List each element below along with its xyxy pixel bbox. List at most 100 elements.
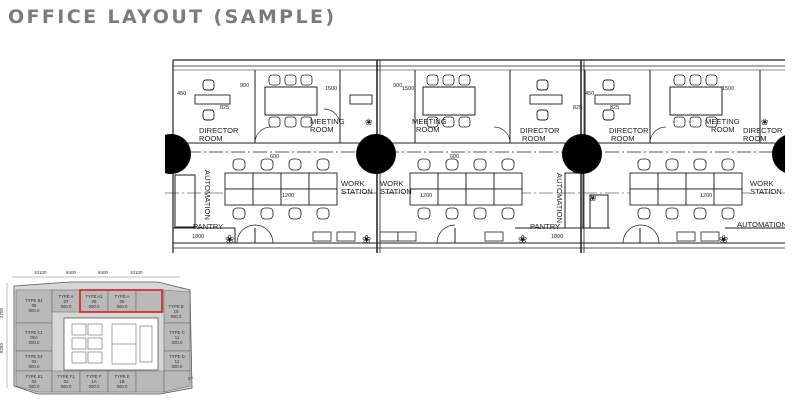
unit-area: 000.0 (89, 384, 100, 389)
room-label: DIRECTOR (520, 126, 560, 135)
floor-number: 07 (188, 376, 194, 381)
column (562, 134, 602, 174)
room-label: MEETING (705, 117, 740, 126)
unit-name: TYPE F (86, 374, 101, 379)
dimension-label: 1200 (700, 193, 712, 199)
unit-name: TYPE A (58, 294, 73, 299)
dimension-label: 825 (610, 105, 619, 111)
room-label: ROOM (522, 134, 546, 143)
office-floor-plan: ❀ ❀ ❀ ❀ ❀ ❀ ❀ DIRECTOR ROOM MEETING ROOM… (165, 59, 785, 253)
unit-name: TYPE A (114, 294, 129, 299)
unit-name: TYPE B1 (25, 298, 43, 303)
room-label: DIRECTOR (743, 126, 783, 135)
unit-name: TYPE A1 (85, 294, 103, 299)
unit-num: 01 (64, 379, 69, 384)
column (356, 134, 396, 174)
unit-area: 000.0 (29, 364, 40, 369)
unit-num: 05A (30, 335, 38, 340)
dimension-label: 600 (270, 154, 279, 160)
dimension-label: 900 (240, 83, 249, 89)
svg-text:❀: ❀ (589, 193, 597, 203)
unit-num: 11 (175, 335, 180, 340)
unit-area: 000.0 (29, 308, 40, 313)
unit-area: 000.0 (89, 304, 100, 309)
room-label: ROOM (416, 125, 440, 134)
svg-text:❀: ❀ (719, 234, 728, 246)
key-dimension: 10100 (34, 270, 47, 275)
svg-text:❀: ❀ (761, 117, 769, 127)
unit-name: TYPE B (168, 304, 183, 309)
svg-text:❀: ❀ (362, 234, 371, 246)
key-dimension: 8400 (66, 270, 77, 275)
unit-area: 000.0 (61, 384, 72, 389)
unit-num: 09 (120, 299, 125, 304)
unit-area: 000.0 (117, 384, 128, 389)
room-label: MEETING (412, 117, 447, 126)
room-label: ROOM (199, 134, 223, 143)
dimension-label: 1800 (192, 234, 204, 240)
room-label: STATION (341, 187, 373, 196)
room-label: PANTRY (530, 222, 560, 231)
key-dimension: 10100 (130, 270, 143, 275)
unit-area: 000.0 (61, 304, 72, 309)
svg-text:❀: ❀ (365, 117, 373, 127)
room-label: PANTRY (193, 222, 223, 231)
key-dimension: 8250 (0, 342, 4, 353)
unit-num: 1A (91, 379, 96, 384)
room-label: MEETING (310, 117, 345, 126)
unit-name: TYPE E (114, 374, 129, 379)
room-label: AUTOMATION (203, 170, 212, 220)
room-label: DIRECTOR (609, 126, 649, 135)
column (165, 134, 191, 174)
unit-area: 000.0 (29, 340, 40, 345)
dimension-label: 1800 (551, 234, 563, 240)
unit-num: 08 (92, 299, 97, 304)
dimension-label: 1500 (402, 86, 414, 92)
room-label: ROOM (743, 134, 767, 143)
unit-area: 000.0 (172, 364, 183, 369)
room-label: ROOM (611, 134, 635, 143)
unit-name: TYPE E1 (25, 374, 43, 379)
unit-num: 07 (64, 299, 69, 304)
unit-name: TYPE C (169, 330, 185, 335)
key-dimension: 2700 (0, 307, 4, 318)
key-dimension: 8400 (98, 270, 109, 275)
dimension-label: 825 (573, 105, 582, 111)
dimension-label: 1500 (722, 86, 734, 92)
dimension-label: 1200 (420, 193, 432, 199)
room-label: AUTOMATION (555, 173, 564, 223)
unit-area: 000.0 (29, 384, 40, 389)
unit-num: 03 (32, 359, 37, 364)
unit-num: 1B (119, 379, 124, 384)
room-label: AUTOMATION (737, 220, 785, 229)
svg-text:❀: ❀ (225, 234, 234, 246)
unit-name: TYPE C1 (25, 330, 44, 335)
room-label: STATION (750, 187, 782, 196)
unit-name: TYPE F1 (57, 374, 75, 379)
dimension-label: 900 (393, 83, 402, 89)
unit-num: 02 (32, 379, 37, 384)
room-label: WORK (750, 179, 774, 188)
room-label: WORK (380, 179, 404, 188)
unit-num: 06 (32, 303, 37, 308)
dimension-label: 600 (450, 154, 459, 160)
unit-name: TYPE D1 (25, 354, 44, 359)
page-title: OFFICE LAYOUT (SAMPLE) (8, 6, 337, 28)
room-label: ROOM (310, 125, 334, 134)
unit-num: 10 (174, 309, 179, 314)
dimension-label: 825 (220, 105, 229, 111)
unit-area: 000.0 (171, 314, 182, 319)
key-plan: 10100 8400 8400 10100 2700 8250 (0, 270, 194, 395)
unit-num: 12 (175, 359, 180, 364)
room-label: WORK (341, 179, 365, 188)
column (772, 135, 785, 173)
dimension-label: 450 (177, 91, 186, 97)
dimension-label: 1200 (282, 193, 294, 199)
dimension-label: 450 (585, 91, 594, 97)
unit-area: 000.0 (117, 304, 128, 309)
selected-units-highlight (79, 289, 163, 313)
room-label: STATION (380, 187, 412, 196)
unit-area: 000.0 (172, 340, 183, 345)
room-label: ROOM (711, 125, 735, 134)
plant-icon: ❀ ❀ ❀ ❀ ❀ ❀ ❀ (225, 117, 769, 246)
